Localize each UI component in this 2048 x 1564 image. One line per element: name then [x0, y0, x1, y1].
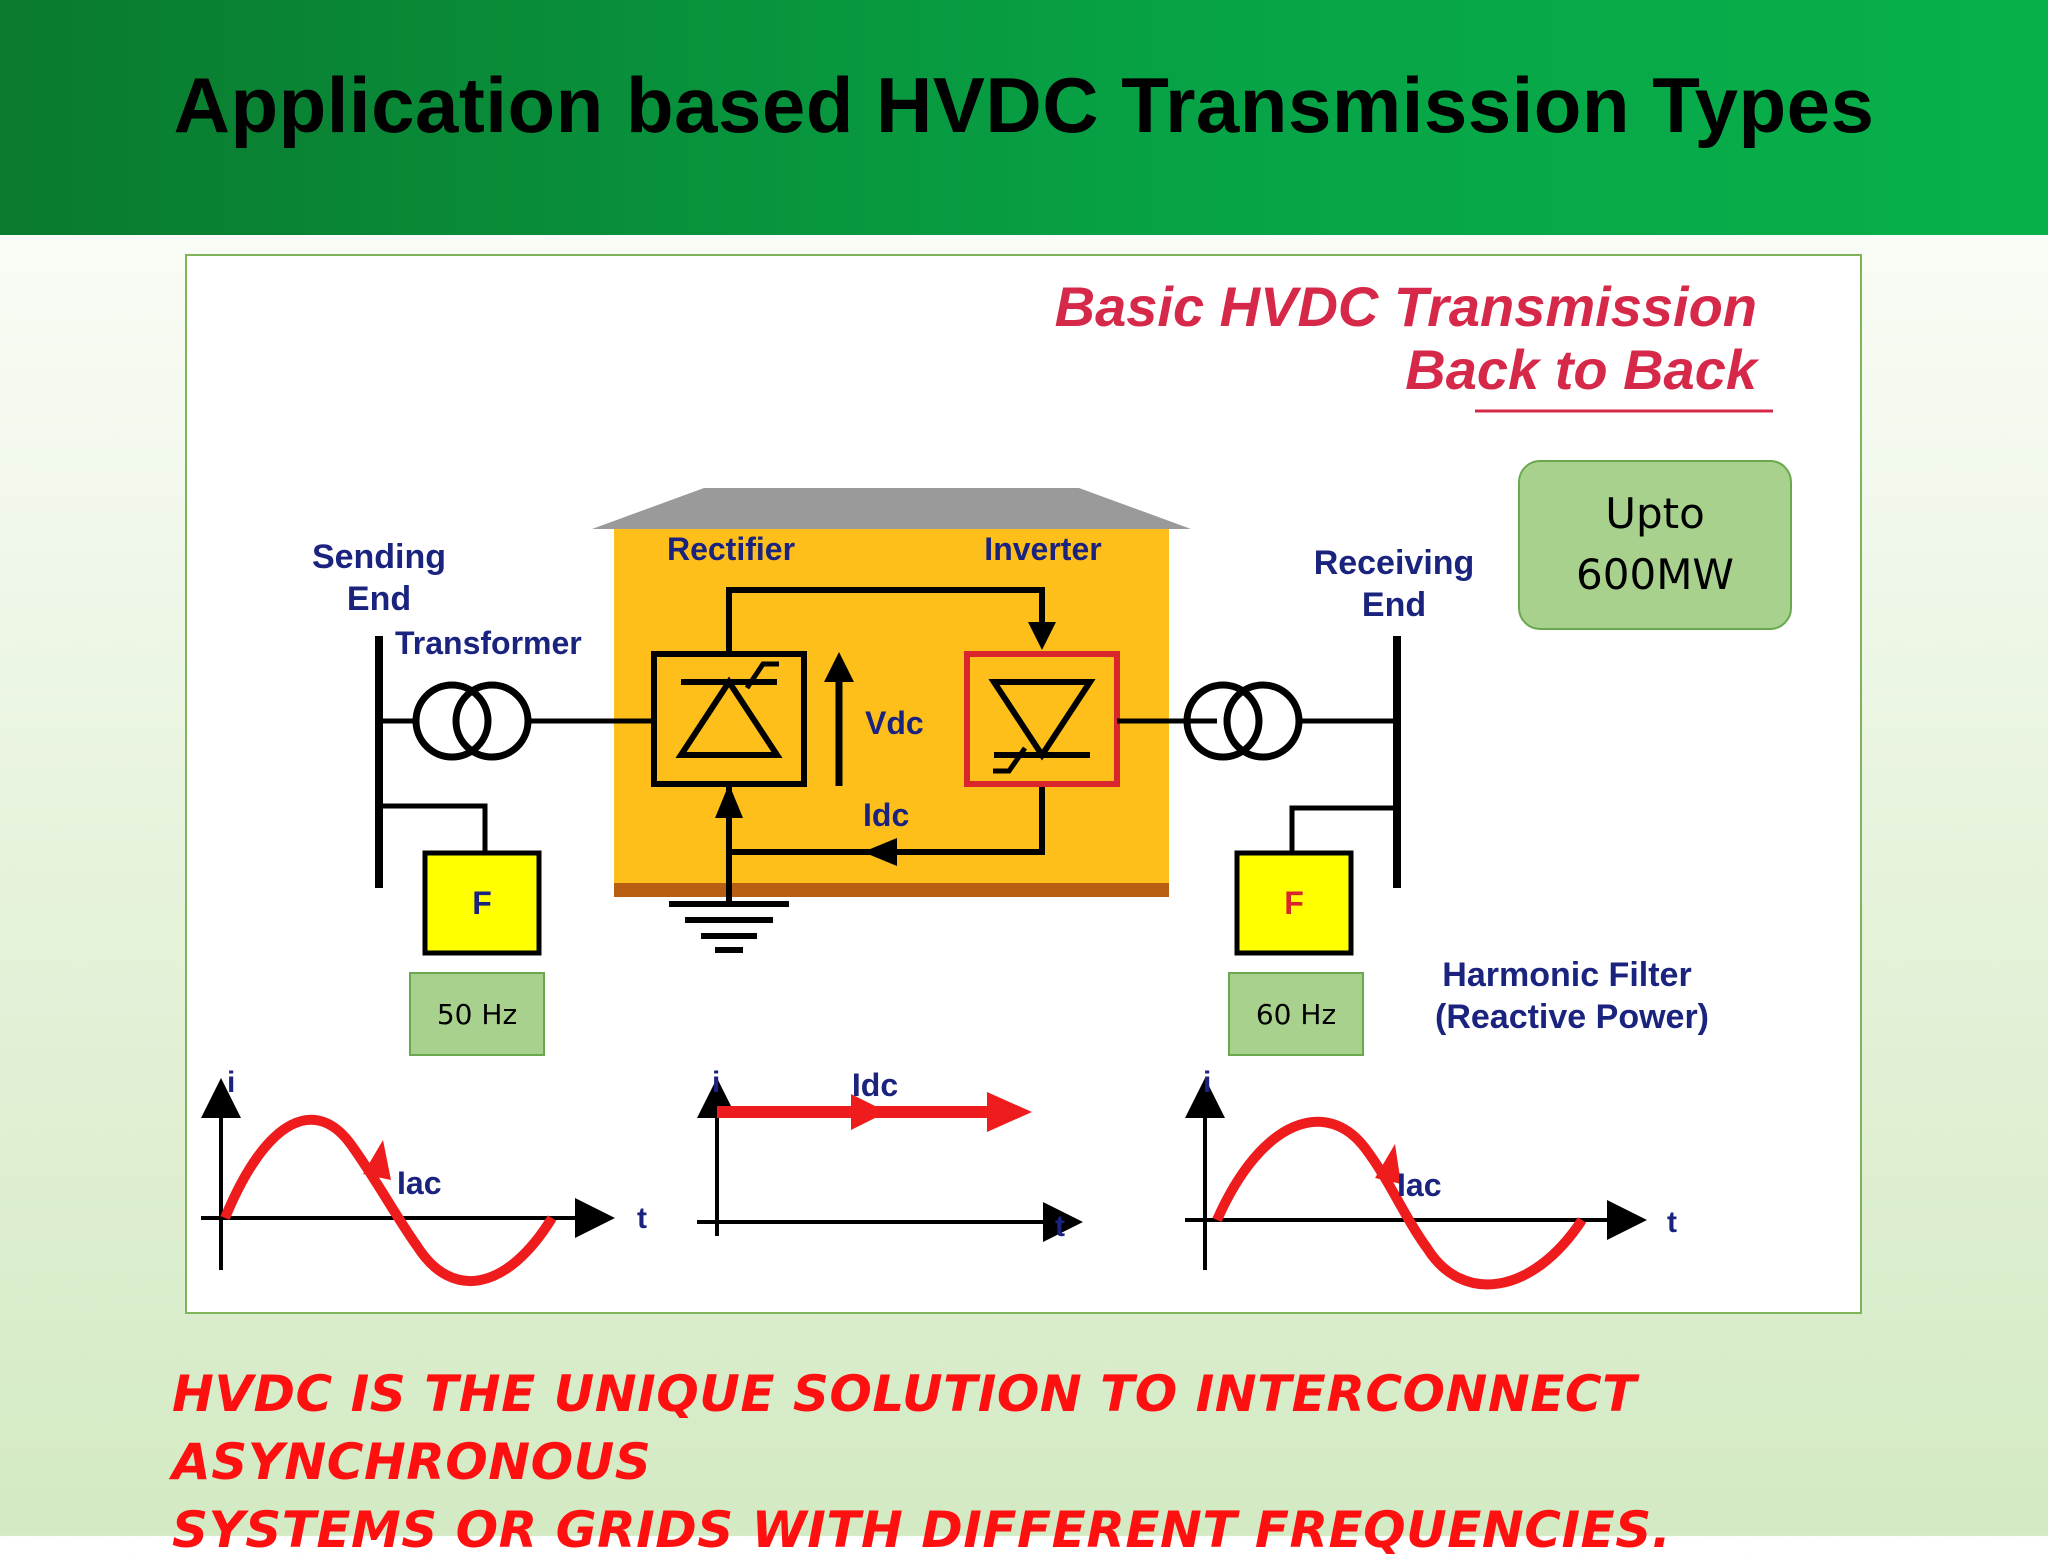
right-filter-wire [1289, 805, 1397, 853]
left-transformer-coil-1 [412, 681, 492, 761]
inverter-gate [993, 746, 1028, 774]
hvdc-schematic: Basic HVDC Transmission Back to Back Sen… [201, 275, 1773, 1290]
graph-mid-dc-arrow-2 [987, 1092, 1032, 1132]
station-roof [592, 488, 1191, 529]
frequency-right-label: 60 Hz [1255, 997, 1337, 1031]
footer-line-1: HVDC IS THE UNIQUE SOLUTION TO INTERCONN… [172, 1365, 1637, 1491]
sending-end-label: Sending [312, 538, 446, 576]
idc-return-arrow [863, 838, 897, 866]
right-transformer-coil-2 [1223, 681, 1303, 761]
power-rating-line1: Upto [1605, 489, 1705, 539]
left-filter-wire [379, 803, 488, 853]
left-transformer-coil-2 [452, 681, 532, 761]
harmonic-filter-label-2: (Reactive Power) [1435, 998, 1709, 1036]
station-floor [614, 883, 1169, 897]
graph-right-x-label: t [1667, 1206, 1677, 1239]
graph-left-y-label: i [227, 1066, 235, 1099]
right-filter-label: F [1284, 885, 1304, 921]
footer-line-2: SYSTEMS OR GRIDS WITH DIFFERENT FREQUENC… [172, 1501, 1672, 1559]
graph-mid-y-label: i [712, 1066, 720, 1099]
transformer-label: Transformer [395, 625, 582, 661]
inverter-label: Inverter [984, 531, 1101, 567]
graph-right-y-label: i [1203, 1066, 1211, 1099]
hvdc-diagram: Basic HVDC Transmission Back to Back Sen… [185, 254, 1862, 1314]
right-transformer-coil-1 [1183, 681, 1263, 761]
graph-mid-series-label: Idc [852, 1067, 898, 1103]
graph-right-sine-wave [1212, 1116, 1587, 1290]
right-filter-box [1234, 850, 1354, 956]
graph-right-wave-arrow [1375, 1144, 1401, 1184]
receiving-end-label: Receiving [1314, 544, 1475, 582]
title-bar: Application based HVDC Transmission Type… [0, 0, 2048, 235]
idc-label: Idc [863, 797, 909, 833]
graph-left-sine-wave [220, 1114, 557, 1286]
diagram-heading-line1: Basic HVDC Transmission [1055, 275, 1757, 338]
left-filter-label: F [472, 885, 492, 921]
vdc-label: Vdc [865, 705, 924, 741]
rectifier-label: Rectifier [667, 531, 795, 567]
graph-mid-dc-arrow-1 [851, 1094, 887, 1130]
inverter-feed-arrow [1028, 622, 1056, 650]
power-rating-line2: 600MW [1576, 550, 1734, 599]
vdc-arrow-head [824, 652, 854, 682]
dc-top-wire [726, 587, 1045, 654]
graph-left-series-label: Iac [397, 1165, 441, 1201]
footer-statement: HVDC IS THE UNIQUE SOLUTION TO INTERCONN… [172, 1360, 2012, 1564]
harmonic-filter-label: Harmonic Filter [1442, 956, 1691, 994]
inverter-thyristor-triangle [988, 679, 1096, 761]
power-rating-box: Upto 600MW [1518, 460, 1792, 630]
rectifier-current-arrow [715, 784, 743, 818]
diagram-heading-line2: Back to Back [1405, 338, 1760, 401]
sending-end-label-2: End [347, 580, 411, 618]
frequency-right-box: 60 Hz [1228, 972, 1364, 1056]
rectifier-thyristor-triangle [675, 676, 783, 758]
graph-mid-x-label: t [1055, 1210, 1065, 1243]
rectifier-gate [744, 661, 779, 690]
receiving-end-label-2: End [1362, 586, 1426, 624]
frequency-left-label: 50 Hz [436, 997, 518, 1031]
graph-left-wave-arrow [363, 1140, 391, 1180]
graph-left-x-label: t [637, 1202, 647, 1235]
graph-right-series-label: Iac [1397, 1167, 1441, 1203]
slide-title: Application based HVDC Transmission Type… [173, 61, 1875, 149]
left-filter-box [422, 850, 542, 956]
frequency-left-box: 50 Hz [409, 972, 545, 1056]
